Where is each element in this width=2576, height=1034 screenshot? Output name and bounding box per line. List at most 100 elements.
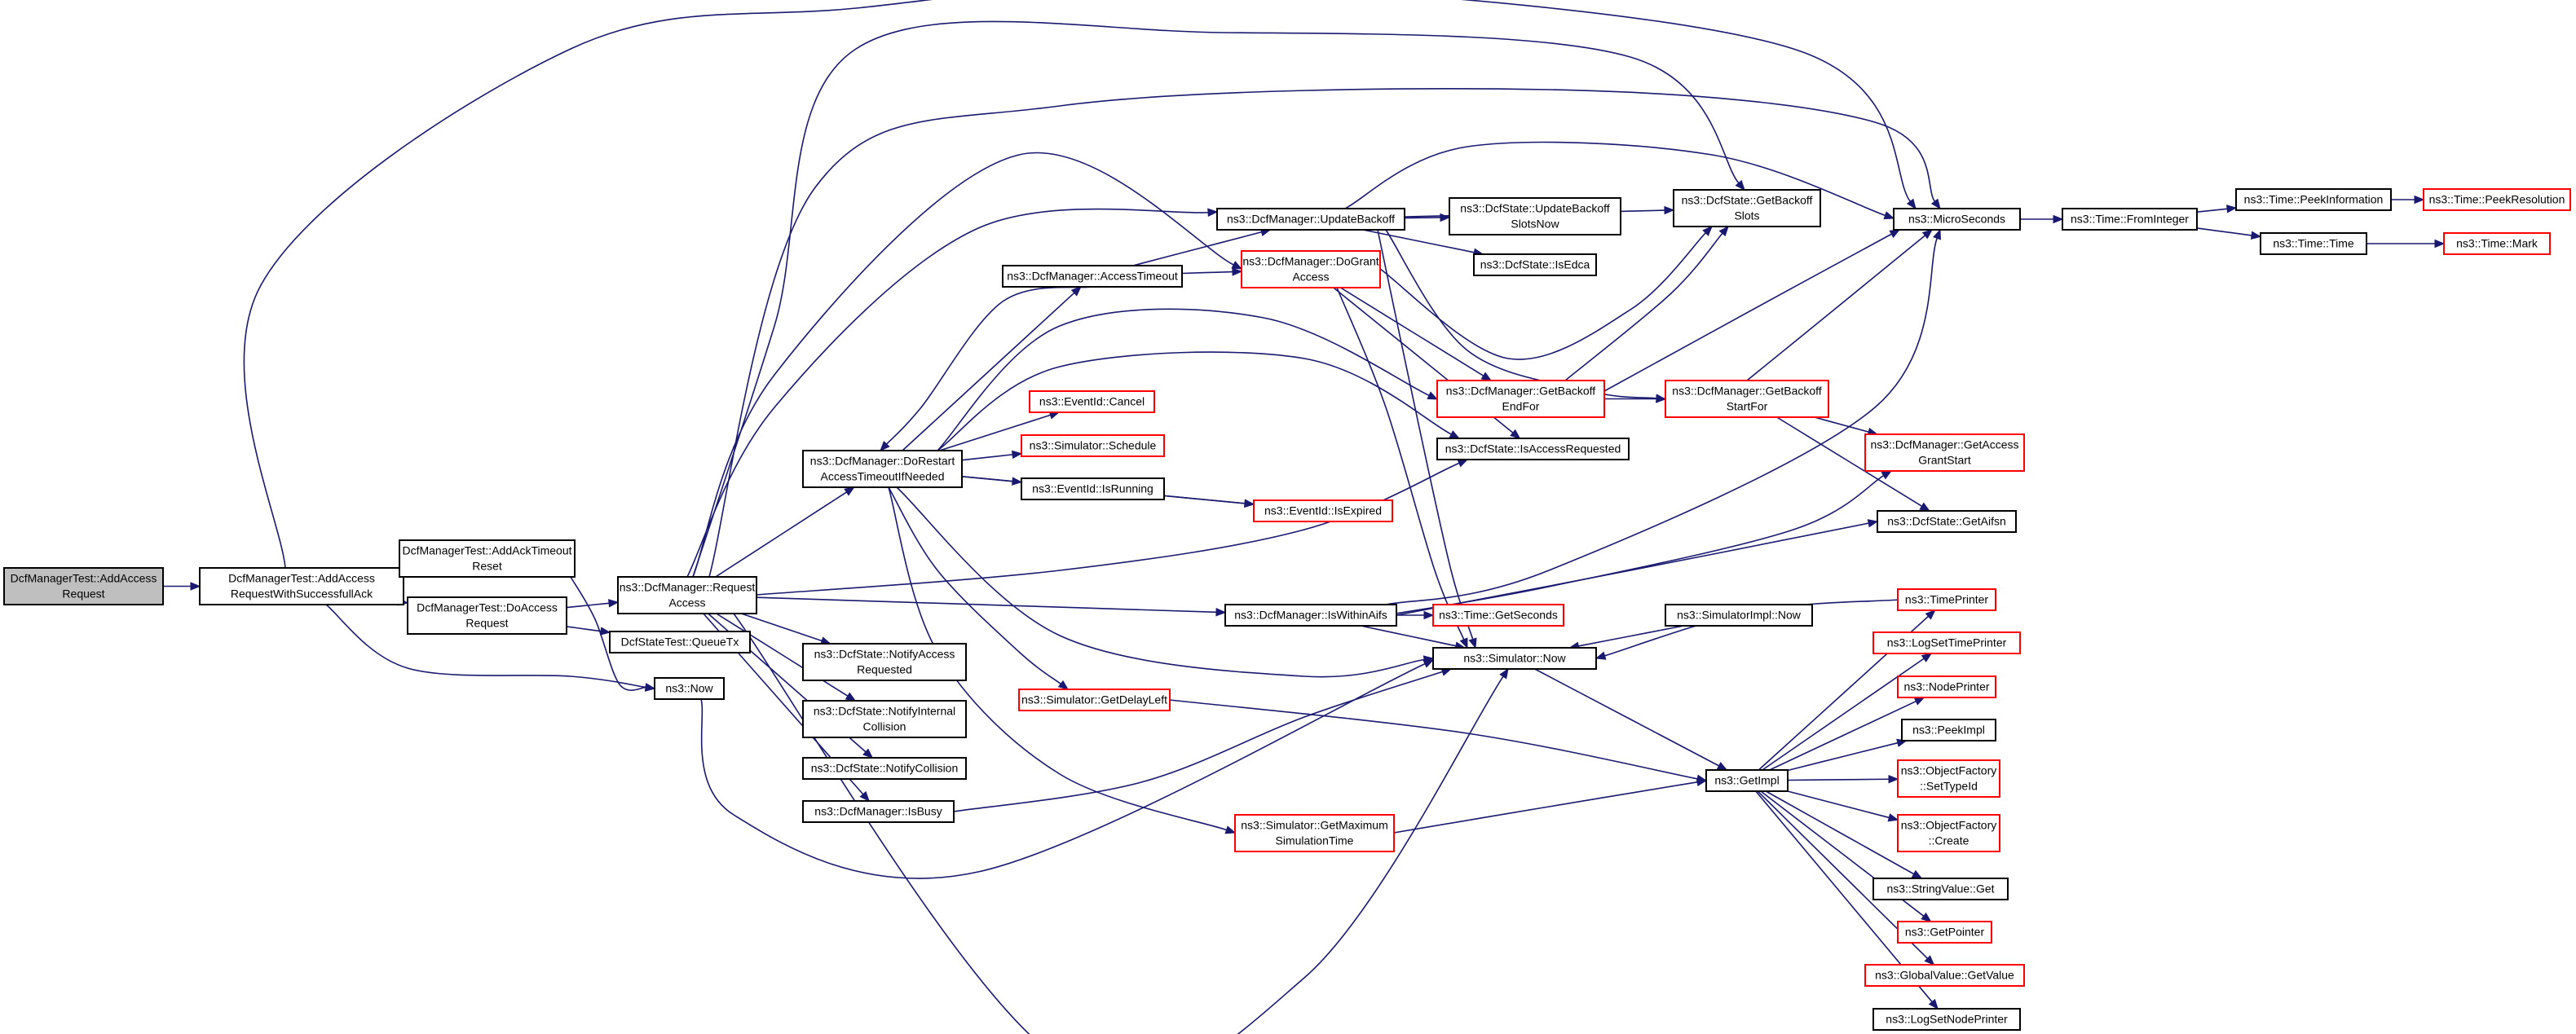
node-getAifsn[interactable]: ns3::DcfState::GetAifsn	[1877, 510, 2017, 533]
edge-line	[756, 596, 1217, 614]
node-logSetNodePrinter[interactable]: ns3::LogSetNodePrinter	[1872, 1008, 2021, 1031]
call-edge	[1336, 287, 1468, 649]
edge-line	[1385, 229, 1657, 399]
edge-line	[1385, 474, 1884, 616]
node-getImpl[interactable]: ns3::GetImpl	[1705, 769, 1789, 792]
node-box	[1021, 434, 1165, 457]
node-logSetTimePrinter[interactable]: ns3::LogSetTimePrinter	[1872, 631, 2021, 654]
node-evIsExpired[interactable]: ns3::EventId::IsExpired	[1253, 499, 1393, 522]
node-fromInteger[interactable]: ns3::Time::FromInteger	[2062, 208, 2198, 231]
node-box	[1705, 769, 1789, 792]
node-stringValueGet[interactable]: ns3::StringValue::Get	[1872, 878, 2009, 900]
node-simSchedule[interactable]: ns3::Simulator::Schedule	[1021, 434, 1165, 457]
node-isEdca[interactable]: ns3::DcfState::IsEdca	[1473, 253, 1597, 276]
call-edge	[937, 308, 1439, 451]
node-getDelayLeft[interactable]: ns3::Simulator::GetDelayLeft	[1018, 689, 1171, 711]
call-edge	[1787, 790, 1899, 822]
call-edge	[1361, 625, 1466, 650]
edge-line	[1344, 141, 1886, 217]
edge-line	[566, 602, 610, 609]
node-box	[2235, 188, 2392, 211]
node-label: Requested	[857, 663, 912, 676]
node-peekInfo[interactable]: ns3::Time::PeekInformation	[2235, 188, 2392, 211]
node-evIsRunning[interactable]: ns3::EventId::IsRunning	[1021, 477, 1165, 500]
call-edge	[1534, 668, 1728, 771]
node-microSeconds[interactable]: ns3::MicroSeconds	[1893, 208, 2021, 231]
call-edge	[1385, 470, 1893, 616]
edge-line	[1787, 741, 1899, 772]
node-box	[1897, 675, 1996, 698]
call-edge	[896, 486, 1435, 678]
node-timePrinter[interactable]: ns3::TimePrinter	[1897, 588, 1996, 611]
node-label: ns3::TimePrinter	[1905, 593, 1989, 606]
node-isBusy[interactable]: ns3::DcfManager::IsBusy	[802, 800, 955, 823]
node-notifyC[interactable]: ns3::DcfState::NotifyCollision	[802, 757, 967, 780]
node-box	[3, 567, 164, 605]
node-peekImpl[interactable]: ns3::PeekImpl	[1901, 719, 1996, 741]
edge-line	[741, 613, 823, 642]
node-getPointer[interactable]: ns3::GetPointer	[1897, 921, 1992, 944]
node-evCancel[interactable]: ns3::EventId::Cancel	[1029, 390, 1155, 413]
node-box	[1002, 265, 1183, 288]
node-box	[1665, 604, 1813, 627]
node-simNow[interactable]: ns3::Simulator::Now	[1432, 647, 1597, 670]
node-nodePrinter[interactable]: ns3::NodePrinter	[1897, 675, 1996, 698]
edge-line	[953, 671, 1443, 812]
call-edge	[1163, 495, 1255, 508]
node-queueTx[interactable]: DcfStateTest::QueueTx	[609, 631, 751, 653]
node-peekRes[interactable]: ns3::Time::PeekResolution	[2423, 188, 2571, 211]
call-edge	[1564, 225, 1729, 381]
node-updBackoff[interactable]: ns3::DcfManager::UpdateBackoff	[1216, 208, 1405, 231]
node-label: ns3::Simulator::Now	[1463, 652, 1566, 665]
node-isWithinAifs[interactable]: ns3::DcfManager::IsWithinAifs	[1224, 604, 1397, 627]
node-label: ns3::DcfState::UpdateBackoff	[1460, 202, 1610, 215]
node-isAccessReq[interactable]: ns3::DcfState::IsAccessRequested	[1436, 438, 1630, 460]
node-label: ns3::EventId::Cancel	[1039, 395, 1145, 408]
node-box	[1018, 689, 1171, 711]
arrowhead-icon	[1883, 211, 1895, 220]
node-globalValueGet[interactable]: ns3::GlobalValue::GetValue	[1864, 964, 2025, 987]
node-label: ns3::EventId::IsRunning	[1032, 482, 1153, 495]
call-edge	[902, 286, 1082, 451]
node-label: ns3::DcfState::NotifyAccess	[814, 648, 955, 661]
node-now[interactable]: ns3::Now	[654, 677, 725, 700]
node-simImplNow[interactable]: ns3::SimulatorImpl::Now	[1665, 604, 1813, 627]
node-ofSetTypeId[interactable]: ns3::ObjectFactory::SetTypeId	[1897, 759, 2000, 798]
call-edge	[1760, 790, 1932, 922]
node-box	[802, 643, 967, 681]
arrowhead-icon	[1930, 198, 1941, 210]
arrowhead-icon	[1924, 955, 1935, 966]
edge-line	[1603, 233, 1892, 392]
node-box	[1872, 878, 2009, 900]
node-timeTime[interactable]: ns3::Time::Time	[2260, 232, 2367, 255]
node-restart[interactable]: ns3::DcfManager::DoRestartAccessTimeoutI…	[802, 450, 963, 488]
node-label: AccessTimeoutIfNeeded	[821, 470, 945, 483]
call-edge	[733, 613, 1509, 1034]
edge-line	[1385, 238, 1938, 605]
node-addSucc[interactable]: DcfManagerTest::AddAccessRequestWithSucc…	[199, 567, 404, 605]
call-edge	[880, 286, 1093, 451]
node-accessTO[interactable]: ns3::DcfManager::AccessTimeout	[1002, 265, 1183, 288]
arrowhead-icon	[1011, 450, 1023, 460]
node-timeMark[interactable]: ns3::Time::Mark	[2443, 232, 2551, 255]
node-getSeconds[interactable]: ns3::Time::GetSeconds	[1432, 604, 1564, 627]
node-label: DcfManagerTest::AddAccess	[11, 572, 157, 585]
arrowhead-icon	[2053, 214, 2064, 224]
node-ofCreate[interactable]: ns3::ObjectFactory::Create	[1897, 814, 2000, 852]
node-label: ns3::DcfState::NotifyInternal	[814, 705, 955, 718]
call-edge	[888, 486, 1237, 834]
node-label: ns3::DcfState::IsAccessRequested	[1445, 442, 1621, 455]
